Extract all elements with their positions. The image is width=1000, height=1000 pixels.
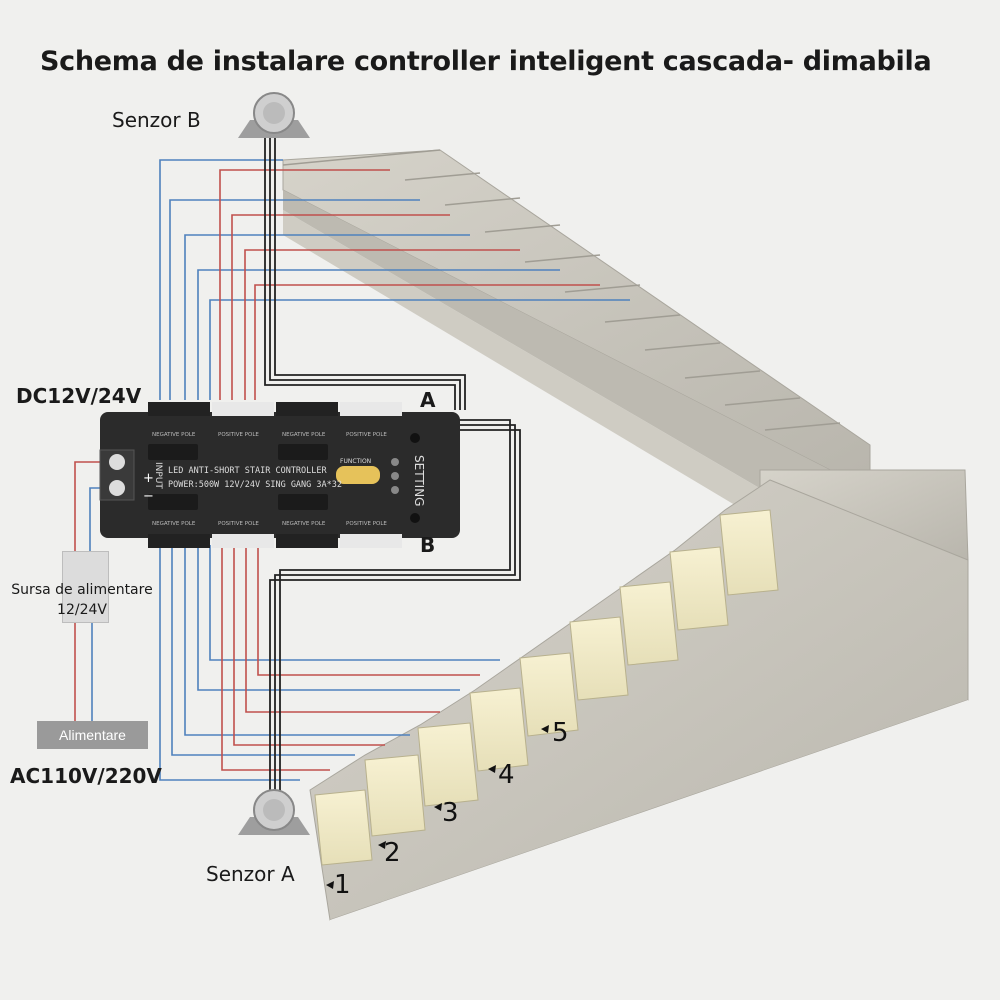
step-pointers bbox=[326, 725, 549, 889]
lit-step-risers bbox=[314, 509, 779, 866]
step-number-5: 5 bbox=[552, 718, 569, 748]
ac-voltage-label: AC110V/220V bbox=[10, 764, 162, 788]
lower-staircase bbox=[309, 479, 969, 990]
controller-unit bbox=[99, 402, 460, 548]
step-number-3: 3 bbox=[442, 798, 459, 828]
positive-pole-label-top: POSITIVE POLE bbox=[218, 432, 259, 438]
upper-staircase bbox=[282, 149, 871, 520]
sensor-cables bbox=[264, 130, 521, 800]
step-number-1: 1 bbox=[334, 870, 351, 900]
controller-title-line2: POWER:500W 12V/24V SING GANG 3A*32 bbox=[168, 480, 342, 490]
sensor-b-label: Senzor B bbox=[112, 108, 201, 132]
sensor-a-icon bbox=[238, 789, 310, 835]
sensor-a-label: Senzor A bbox=[206, 862, 295, 886]
negative-pole-label-bottom: NEGATIVE POLE bbox=[152, 521, 196, 527]
input-label: INPUT bbox=[153, 462, 163, 489]
positive-pole-label-bottom: POSITIVE POLE bbox=[218, 521, 259, 527]
function-label: FUNCTION bbox=[340, 458, 371, 465]
port-b-label: B bbox=[420, 533, 436, 557]
power-wires bbox=[74, 461, 100, 721]
negative-pole-label-top: NEGATIVE POLE bbox=[152, 432, 196, 438]
controller-title-line1: LED ANTI-SHORT STAIR CONTROLLER bbox=[168, 466, 328, 476]
psu-label-line1: Sursa de alimentare bbox=[11, 582, 153, 598]
wires-bottom bbox=[159, 545, 500, 781]
negative-pole-label-top-2: NEGATIVE POLE bbox=[282, 432, 326, 438]
step-number-4: 4 bbox=[498, 760, 515, 790]
step-number-2: 2 bbox=[384, 838, 401, 868]
port-a-label: A bbox=[420, 388, 436, 412]
upper-step-edges bbox=[282, 149, 841, 431]
negative-pole-label-bottom-2: NEGATIVE POLE bbox=[282, 521, 326, 527]
minus-sign: − bbox=[143, 489, 154, 504]
setting-label: SETTING bbox=[412, 455, 426, 506]
sensor-b-icon bbox=[238, 92, 310, 138]
plus-sign: + bbox=[143, 471, 154, 486]
wires-top bbox=[159, 159, 630, 400]
psu-label-line2: 12/24V bbox=[57, 602, 107, 618]
positive-pole-label-top-2: POSITIVE POLE bbox=[346, 432, 387, 438]
power-supply-box bbox=[62, 551, 109, 623]
power-supply-label: Sursa de alimentare 12/24V bbox=[2, 580, 162, 620]
mains-power-box: Alimentare bbox=[37, 721, 148, 749]
dc-voltage-label: DC12V/24V bbox=[16, 384, 142, 408]
positive-pole-label-bottom-2: POSITIVE POLE bbox=[346, 521, 387, 527]
page-title: Schema de instalare controller inteligen… bbox=[40, 46, 932, 77]
